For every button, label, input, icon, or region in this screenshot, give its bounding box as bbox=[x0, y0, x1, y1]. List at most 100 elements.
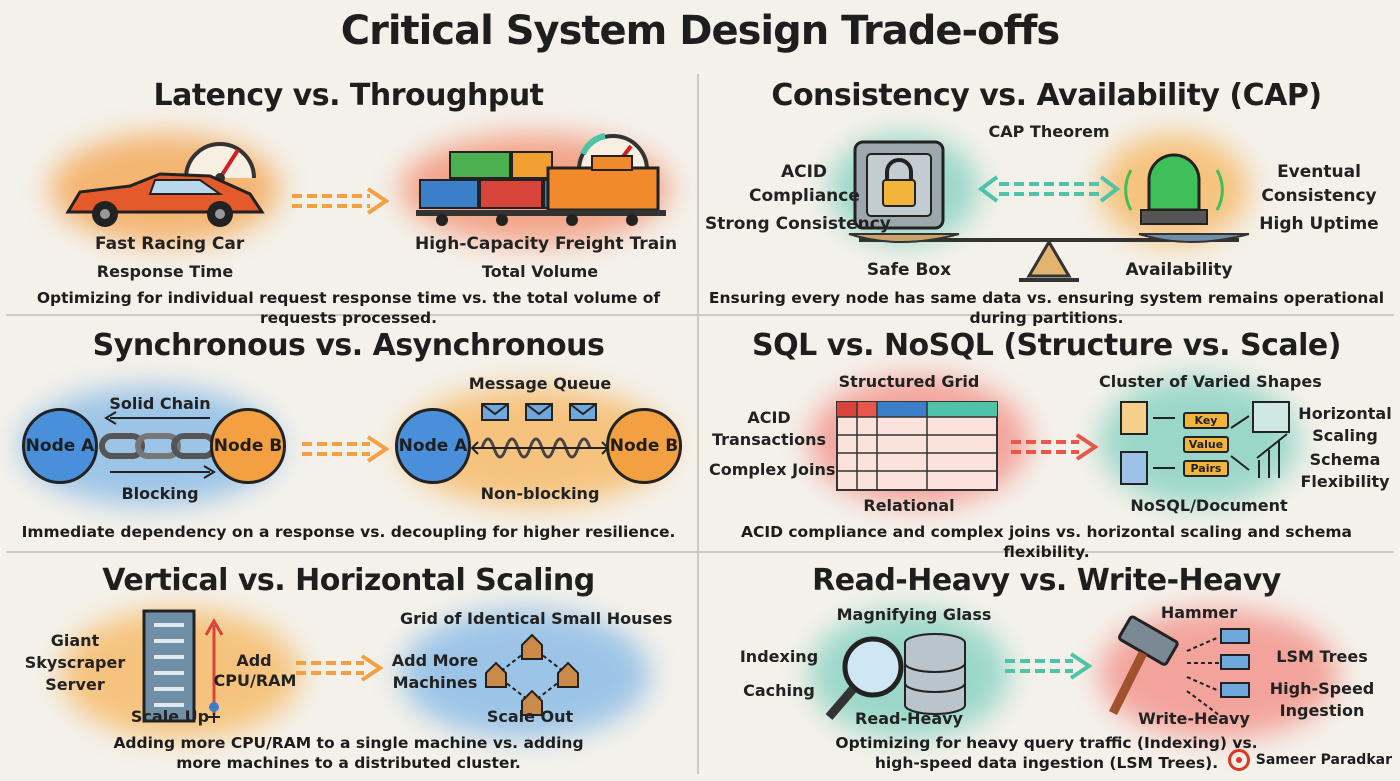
sync-node-b: Node B bbox=[210, 408, 286, 484]
bidirectional-arrow-icon bbox=[977, 175, 1121, 203]
kv-box-value: Value bbox=[1183, 436, 1229, 453]
horizontal-divider-1 bbox=[6, 314, 1394, 316]
scaling-left-line-1: Giant bbox=[50, 631, 100, 650]
safe-box-icon bbox=[853, 140, 945, 230]
write-heavy-label: Write-Heavy bbox=[1138, 709, 1250, 728]
magnifying-glass-label: Magnifying Glass bbox=[836, 605, 992, 624]
structured-grid-label: Structured Grid bbox=[838, 372, 980, 391]
balance-scale-icon bbox=[848, 233, 1250, 282]
author-signature: Sameer Paradkar bbox=[1227, 749, 1392, 771]
houses-label: Grid of Identical Small Houses bbox=[400, 609, 673, 628]
sql-left-line-3: Complex Joins bbox=[709, 460, 836, 479]
right-sublabel: Total Volume bbox=[481, 262, 599, 281]
alarm-light-icon bbox=[1124, 153, 1224, 225]
left-sublabel: Response Time bbox=[96, 262, 234, 281]
panel-latency-throughput: Latency vs. Throughput Fast Racing Ca bbox=[0, 74, 697, 327]
scale-out-label: Scale Out bbox=[486, 707, 574, 726]
availability-label: Availability bbox=[1125, 260, 1233, 280]
add-line-2: CPU/RAM bbox=[213, 671, 297, 690]
add-line-1: Add bbox=[236, 651, 272, 670]
scaling-left-line-2: Skyscraper bbox=[24, 653, 126, 672]
panel-caption-line-2: high-speed data ingestion (LSM Trees). bbox=[874, 754, 1219, 772]
panel-caption: ACID compliance and complex joins vs. ho… bbox=[740, 523, 1353, 562]
async-node-a: Node A bbox=[395, 408, 471, 484]
panel-sync-async: Synchronous vs. Asynchronous Solid Chain… bbox=[0, 316, 697, 551]
cap-left-line-1: ACID bbox=[780, 162, 828, 182]
caching-label: Caching bbox=[743, 681, 815, 700]
cap-right-line-3: High Uptime bbox=[1259, 214, 1379, 234]
panel-caption-line-1: Optimizing for heavy query traffic (Inde… bbox=[835, 734, 1258, 752]
cap-theorem-label: CAP Theorem bbox=[988, 122, 1110, 141]
arrow-icon bbox=[292, 187, 390, 215]
horizontal-divider-2 bbox=[6, 551, 1394, 553]
envelopes-icon bbox=[481, 403, 597, 421]
panel-sql-nosql: SQL vs. NoSQL (Structure vs. Scale) Stru… bbox=[699, 316, 1394, 561]
non-blocking-label: Non-blocking bbox=[480, 484, 600, 503]
panel-title: Read-Heavy vs. Write-Heavy bbox=[812, 563, 1281, 598]
magnifier-database-icon bbox=[825, 633, 966, 720]
race-car-icon bbox=[65, 172, 265, 227]
cap-left-line-2: Compliance bbox=[749, 186, 860, 206]
panel-caption: Optimizing for individual request respon… bbox=[36, 289, 661, 328]
panel-caption-line-2: more machines to a distributed cluster. bbox=[176, 754, 521, 772]
table-grid-icon bbox=[836, 401, 998, 491]
left-label: Fast Racing Car bbox=[95, 234, 245, 254]
cap-right-line-2: Consistency bbox=[1261, 186, 1377, 206]
speedometer-icon bbox=[184, 142, 256, 183]
more-line-2: Machines bbox=[392, 673, 478, 692]
main-title: Critical System Design Trade-offs bbox=[340, 8, 1060, 54]
high-speed-line-1: High-Speed bbox=[1269, 679, 1375, 698]
sql-left-line-1: ACID bbox=[747, 408, 791, 427]
sql-left-line-2: Transactions bbox=[711, 430, 827, 449]
sql-right-line-3: Schema bbox=[1309, 450, 1381, 469]
lsm-trees-label: LSM Trees bbox=[1276, 647, 1368, 666]
relational-label: Relational bbox=[863, 496, 955, 515]
sql-right-line-2: Scaling bbox=[1312, 426, 1378, 445]
panel-title: Consistency vs. Availability (CAP) bbox=[771, 78, 1322, 113]
read-heavy-label: Read-Heavy bbox=[855, 709, 963, 728]
async-node-b: Node B bbox=[606, 408, 682, 484]
kv-box-pairs: Pairs bbox=[1183, 460, 1229, 477]
sync-arrows-icon bbox=[104, 411, 216, 479]
high-speed-line-2: Ingestion bbox=[1279, 701, 1365, 720]
nosql-cluster-icon bbox=[1120, 401, 1290, 485]
right-label: High-Capacity Freight Train bbox=[415, 234, 678, 254]
scale-up-label: Scale Up bbox=[130, 707, 210, 726]
panel-title: SQL vs. NoSQL (Structure vs. Scale) bbox=[752, 328, 1341, 363]
arrow-icon bbox=[1011, 433, 1099, 461]
panel-title: Vertical vs. Horizontal Scaling bbox=[102, 563, 595, 598]
nosql-label: NoSQL/Document bbox=[1130, 496, 1288, 515]
hammer-icon bbox=[1108, 615, 1250, 716]
panel-title: Latency vs. Throughput bbox=[153, 78, 544, 113]
skyscraper-icon bbox=[142, 609, 224, 723]
hammer-label: Hammer bbox=[1160, 603, 1238, 622]
vertical-divider bbox=[697, 74, 699, 774]
panel-caption: Immediate dependency on a response vs. d… bbox=[21, 523, 676, 541]
safe-box-label: Safe Box bbox=[866, 260, 952, 280]
target-icon bbox=[1227, 749, 1250, 771]
arrow-icon bbox=[1005, 652, 1093, 680]
sync-node-a: Node A bbox=[22, 408, 98, 484]
sql-right-line-1: Horizontal bbox=[1298, 404, 1392, 423]
panel-read-write: Read-Heavy vs. Write-Heavy Magnifying Gl… bbox=[699, 553, 1394, 781]
houses-grid-icon bbox=[485, 633, 579, 716]
arrow-icon bbox=[296, 654, 384, 682]
message-queue-label: Message Queue bbox=[468, 374, 612, 393]
cap-left-line-3: Strong Consistency bbox=[705, 214, 891, 234]
arrow-icon bbox=[302, 435, 390, 463]
freight-train-icon bbox=[416, 151, 666, 226]
scaling-left-line-3: Server bbox=[45, 675, 105, 694]
more-line-1: Add More bbox=[391, 651, 479, 670]
cap-right-line-1: Eventual bbox=[1277, 162, 1361, 182]
panel-caption: Ensuring every node has same data vs. en… bbox=[708, 289, 1385, 328]
blocking-label: Blocking bbox=[121, 484, 199, 503]
panel-title: Synchronous vs. Asynchronous bbox=[92, 328, 605, 363]
sql-right-line-4: Flexibility bbox=[1300, 472, 1390, 491]
kv-box-key: Key bbox=[1183, 412, 1229, 429]
indexing-label: Indexing bbox=[739, 647, 819, 666]
panel-cap: Consistency vs. Availability (CAP) CAP T… bbox=[699, 74, 1394, 327]
cluster-label: Cluster of Varied Shapes bbox=[1099, 372, 1322, 391]
panel-scaling: Vertical vs. Horizontal Scaling Giant Sk… bbox=[0, 553, 697, 781]
spring-queue-icon bbox=[470, 437, 610, 459]
panel-caption-line-1: Adding more CPU/RAM to a single machine … bbox=[113, 734, 584, 752]
